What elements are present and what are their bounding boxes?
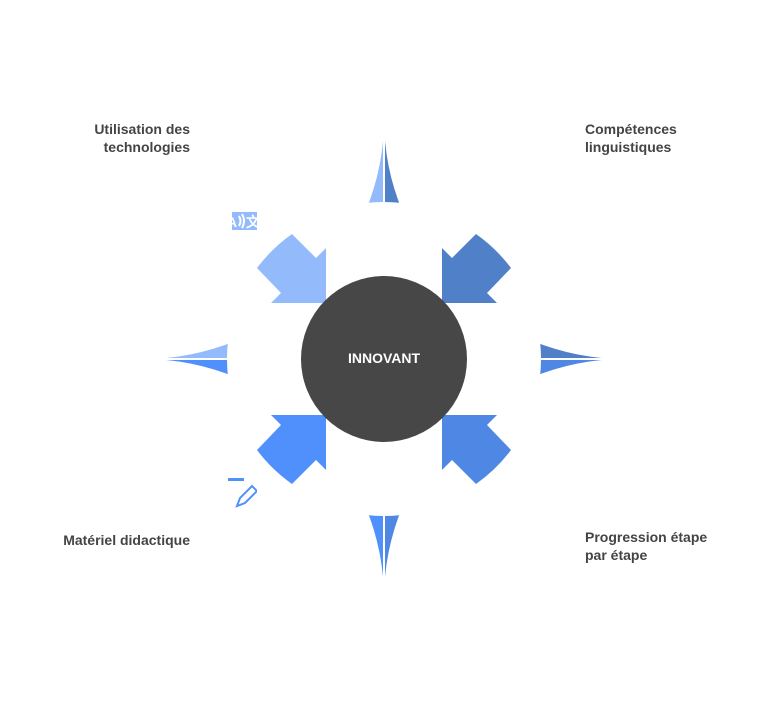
- label-line: technologies: [103, 139, 190, 155]
- label-materiel-didactique: Matériel didactique: [63, 531, 190, 549]
- label-line: Utilisation des: [94, 121, 190, 137]
- svg-text:文: 文: [246, 214, 260, 230]
- translate-phone-icon: A 文: [227, 204, 260, 238]
- center-circle: [301, 276, 467, 442]
- arrow-br: [442, 415, 511, 484]
- label-line: Matériel didactique: [63, 532, 190, 548]
- stairs-arrow-icon: [502, 478, 536, 507]
- label-competences-linguistiques: Compétences linguistiques: [585, 120, 677, 156]
- arrow-bl: [257, 415, 326, 484]
- svg-text:A: A: [227, 214, 237, 230]
- center-label: INNOVANT: [347, 350, 421, 366]
- arrow-tr: [442, 234, 511, 303]
- arrow-tl: [257, 234, 326, 303]
- label-line: Compétences: [585, 121, 677, 137]
- label-line: par étape: [585, 547, 648, 563]
- notebook-pencil-icon: [224, 475, 257, 508]
- label-progression: Progression étape par étape: [585, 528, 707, 564]
- lips-finger-icon: [503, 202, 535, 232]
- label-line: linguistiques: [585, 139, 672, 155]
- label-line: Progression étape: [585, 529, 708, 545]
- label-utilisation-technologies: Utilisation des technologies: [94, 120, 190, 156]
